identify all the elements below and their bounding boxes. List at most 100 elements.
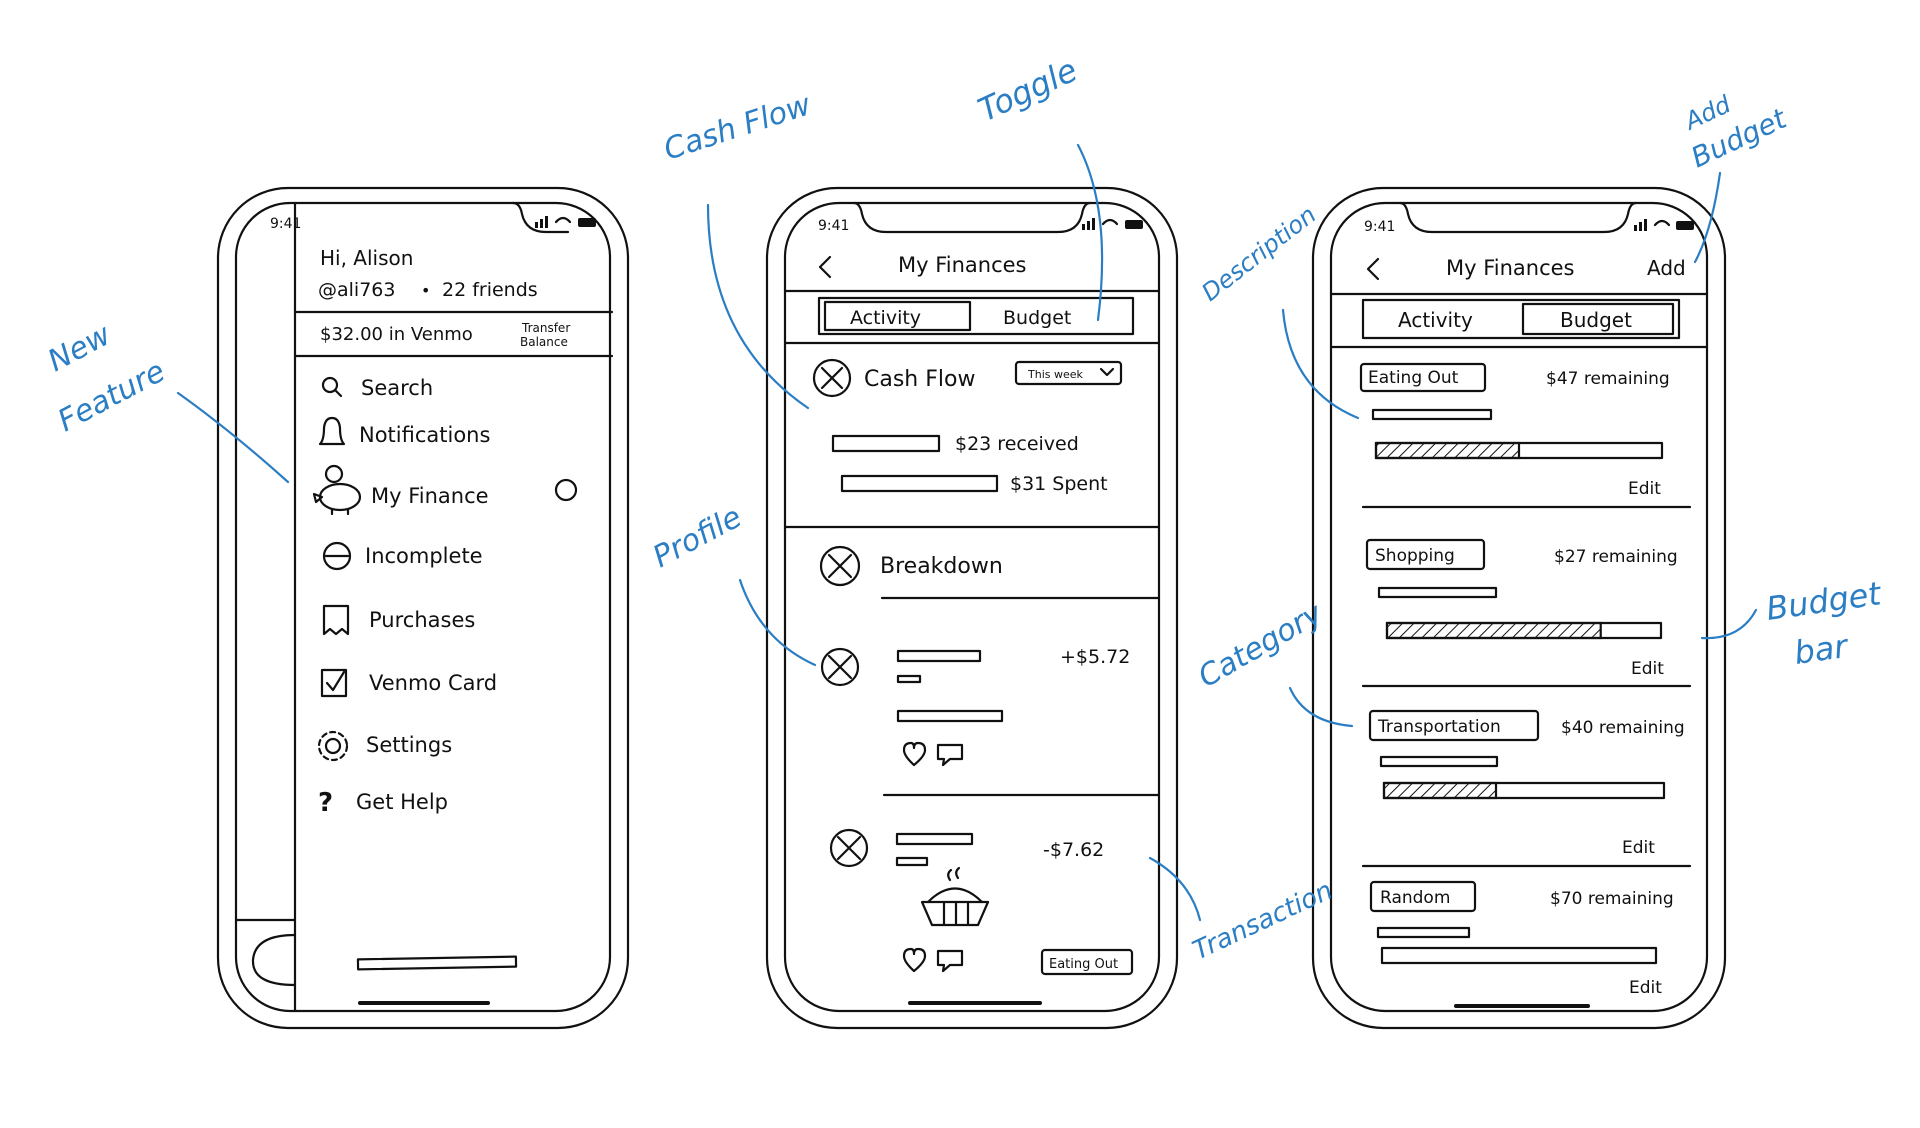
menu-item-venmo-card[interactable]: Venmo Card [320, 668, 497, 698]
annotation-description: Description [1196, 201, 1360, 420]
comment-icon[interactable] [936, 949, 964, 973]
friends-count[interactable]: 22 friends [442, 279, 538, 301]
status-icons [535, 216, 596, 228]
category-tag[interactable] [1040, 948, 1134, 976]
minus-circle-icon [322, 541, 352, 571]
tab-budget-label[interactable]: Budget [1003, 307, 1071, 329]
cash-flow-card: Cash Flow This week $23 received $31 Spe… [812, 358, 1123, 495]
menu-label: Incomplete [365, 544, 483, 568]
remaining-amount: $47 remaining [1546, 369, 1670, 389]
pie-icon [920, 866, 990, 927]
tab-budget-label: Budget [1560, 308, 1632, 332]
phone-screen [783, 201, 1161, 1013]
heart-icon[interactable] [902, 741, 927, 767]
phone-frame [765, 186, 1179, 1030]
placeholder-bar [895, 856, 929, 867]
toggle-outline [1361, 298, 1681, 340]
profile-avatar[interactable] [829, 828, 869, 868]
budget-item[interactable]: Transportation $40 remaining Edit [1368, 709, 1685, 858]
card-icon-check [325, 670, 346, 692]
edit-button[interactable]: Edit [1628, 479, 1661, 499]
annotation-leader-line [1076, 143, 1104, 322]
annotation-leader-line [1148, 856, 1202, 922]
transaction-amount: +$5.72 [1060, 646, 1130, 668]
back-arrow-icon[interactable] [1366, 257, 1380, 281]
menu-item-purchases[interactable]: Purchases [322, 604, 475, 636]
annotation-label: Category [1193, 595, 1330, 694]
annotation-cash-flow: Cash Flow [660, 87, 816, 410]
spent-bar [840, 474, 999, 493]
comment-icon[interactable] [936, 743, 964, 767]
category-label: Eating Out [1368, 368, 1459, 388]
annotation-leader-line [1281, 308, 1360, 420]
annotation-label: New [42, 317, 117, 379]
annotation-label: bar [1792, 627, 1852, 672]
profile-avatar[interactable] [820, 647, 860, 687]
budget-bar-fill [1374, 441, 1521, 460]
segmented-toggle: Activity Budget [817, 296, 1135, 336]
category-tag[interactable] [1369, 880, 1477, 913]
category-label: Transportation [1377, 717, 1501, 737]
transfer-balance-line2[interactable]: Balance [520, 335, 568, 349]
menu-item-my-finance[interactable]: My Finance [312, 464, 578, 516]
placeholder-bar [896, 709, 1004, 723]
category-tag[interactable] [1368, 709, 1540, 742]
category-tag-label: Eating Out [1049, 957, 1118, 972]
period-dropdown[interactable] [1014, 360, 1123, 386]
menu-item-get-help[interactable]: ? Get Help [318, 788, 448, 818]
status-time: 9:41 [1364, 219, 1395, 235]
menu-label: Notifications [359, 423, 490, 447]
annotation-leader-line [1700, 608, 1758, 640]
remaining-amount: $70 remaining [1550, 889, 1674, 909]
chevron-down-icon [1099, 367, 1115, 377]
description-bar [1377, 586, 1498, 599]
category-tag[interactable] [1359, 362, 1487, 393]
edit-button[interactable]: Edit [1629, 978, 1662, 998]
breakdown-header: Breakdown [819, 545, 1003, 587]
gear-icon-teeth [317, 730, 349, 762]
menu-item-notifications[interactable]: Notifications [318, 416, 490, 447]
phone-notch [511, 201, 570, 234]
tab-activity-label[interactable]: Activity [1398, 308, 1473, 332]
placeholder-bar [896, 649, 982, 663]
edit-button[interactable]: Edit [1622, 838, 1655, 858]
menu-item-settings[interactable]: Settings [317, 730, 452, 762]
received-amount: $23 received [955, 433, 1079, 455]
budget-item[interactable]: Eating Out $47 remaining Edit [1359, 362, 1670, 499]
menu-item-incomplete[interactable]: Incomplete [322, 541, 483, 571]
phone-activity: 9:41 My Finances Activity Budget Cash Fl… [765, 186, 1179, 1030]
menu-label: Search [361, 376, 433, 400]
annotation-label: Cash Flow [660, 87, 816, 167]
annotation-add-budget: Add Budget [1679, 90, 1792, 264]
phone-frame [216, 186, 630, 1030]
back-arrow-icon[interactable] [818, 255, 832, 279]
edit-button[interactable]: Edit [1631, 659, 1664, 679]
transfer-balance-line1[interactable]: Transfer [521, 321, 570, 335]
user-handle[interactable]: @ali763 [318, 279, 395, 301]
tab-budget[interactable] [1521, 302, 1675, 336]
category-label: Shopping [1375, 546, 1455, 566]
gear-icon [324, 737, 342, 755]
status-icons [1082, 218, 1143, 230]
transaction-item[interactable]: +$5.72 [820, 646, 1130, 767]
placeholder-x [827, 654, 853, 680]
placeholder-x [827, 553, 853, 579]
menu-item-search[interactable]: Search [321, 376, 433, 400]
heart-icon[interactable] [902, 947, 927, 973]
add-budget-button[interactable]: Add [1647, 256, 1686, 280]
search-icon-handle [333, 388, 343, 398]
question-icon: ? [318, 788, 333, 818]
category-tag[interactable] [1365, 538, 1486, 571]
page-title: My Finances [898, 253, 1027, 277]
breakdown-icon [819, 545, 861, 587]
placeholder-bar [896, 674, 922, 684]
placeholder-bar [356, 955, 518, 971]
tab-activity[interactable] [823, 300, 972, 332]
transaction-item[interactable]: -$7.62 Eating Out [829, 828, 1134, 976]
annotation-label: Description [1196, 201, 1321, 307]
phone-screen [234, 201, 612, 1013]
budget-item[interactable]: Random $70 remaining Edit [1369, 880, 1674, 998]
budget-item[interactable]: Shopping $27 remaining Edit [1365, 538, 1678, 679]
status-icons [1634, 219, 1694, 231]
budget-bar [1380, 946, 1658, 965]
